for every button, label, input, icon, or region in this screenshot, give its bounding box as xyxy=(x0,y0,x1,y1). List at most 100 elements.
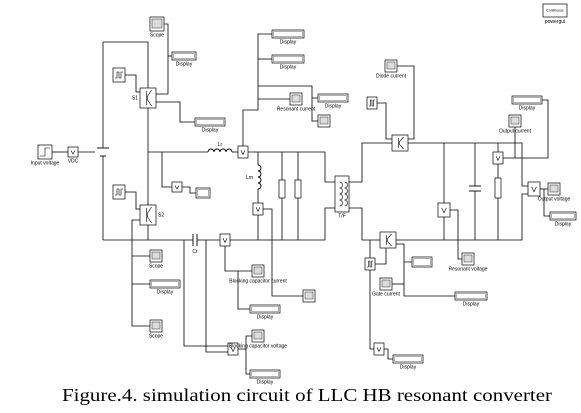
display-secondary-switch[interactable] xyxy=(411,256,433,268)
switch-secondary-2-body xyxy=(379,231,397,249)
scope-s2-a[interactable]: Scope xyxy=(149,249,163,270)
scope-top[interactable]: Scope xyxy=(149,16,165,39)
switch-s2[interactable]: S2 xyxy=(139,204,164,226)
vdc-block[interactable]: VDC xyxy=(67,146,79,165)
switch-secondary-1-body xyxy=(391,134,409,152)
vdc-block-label: VDC xyxy=(68,159,79,165)
resonant-inductor-lr: Lr xyxy=(207,142,233,153)
wire xyxy=(396,243,412,263)
wire xyxy=(237,271,250,310)
pulse-generator-2[interactable] xyxy=(112,184,126,200)
wire xyxy=(396,193,528,241)
lm-scope[interactable] xyxy=(302,289,316,303)
voltage-sensor-secondary[interactable] xyxy=(437,202,451,218)
display-bc-current[interactable]: Display xyxy=(249,304,281,321)
primary-scope[interactable] xyxy=(317,114,331,128)
scope-screen-icon xyxy=(319,116,329,125)
display-resonant-b[interactable]: Display xyxy=(271,54,305,71)
wire xyxy=(369,240,374,350)
display-output-voltage-label: Display xyxy=(555,222,572,228)
wire xyxy=(450,209,462,260)
resonant-current-scope[interactable]: Resonant current xyxy=(277,92,316,113)
display-s2[interactable]: Display xyxy=(149,279,181,296)
pulse-generator-4[interactable] xyxy=(364,257,376,271)
display-s1[interactable]: Display xyxy=(171,51,197,68)
display-bc-current-label: Display xyxy=(257,315,274,321)
voltage-sensor-output[interactable] xyxy=(527,181,541,197)
diode-current-scope[interactable]: Diode current xyxy=(376,59,407,80)
switch-s2-label: S2 xyxy=(158,213,164,219)
magnetizing-inductor-lm: Lm xyxy=(246,164,262,190)
voltage-sensor-output-body xyxy=(527,181,541,197)
current-sensor-lm[interactable] xyxy=(252,202,264,216)
display-window xyxy=(273,56,303,62)
wire xyxy=(182,186,196,194)
wire xyxy=(183,240,228,347)
display-top[interactable]: Display xyxy=(194,117,226,134)
scope-screen-icon xyxy=(463,254,473,263)
resonant-voltage-scope[interactable]: Resonant voltage xyxy=(449,252,488,273)
display-gate[interactable]: Display xyxy=(454,291,488,308)
output-current-scope[interactable]: Output current xyxy=(499,114,532,135)
gate-current-scope[interactable]: Gate current xyxy=(372,277,401,298)
wire xyxy=(397,65,415,140)
wire xyxy=(238,335,252,350)
display-window xyxy=(456,293,486,299)
display-window xyxy=(197,189,209,197)
display-window xyxy=(251,306,279,312)
display-s1-label: Display xyxy=(176,62,193,68)
voltage-sensor-secondary-2[interactable] xyxy=(373,342,385,356)
pulse-generator-3[interactable] xyxy=(366,96,378,110)
scope-s2-a-label: Scope xyxy=(149,264,163,270)
current-sensor-resonant[interactable] xyxy=(237,145,249,159)
display-output-voltage[interactable]: Display xyxy=(549,211,577,228)
scope-screen-icon xyxy=(151,251,161,260)
current-sensor-output[interactable] xyxy=(492,151,504,165)
resonant-voltage-scope-label: Resonant voltage xyxy=(449,267,488,273)
display-output-current[interactable]: Display xyxy=(511,95,543,112)
measurement-icon xyxy=(531,186,537,193)
wire xyxy=(205,240,228,353)
measurement-icon xyxy=(495,156,501,162)
voltage-sensor-primary[interactable] xyxy=(171,181,183,193)
voltage-sensor-cr[interactable] xyxy=(227,342,239,356)
display-primary-voltage[interactable] xyxy=(195,187,211,199)
blocking-capacitor-voltage-scope[interactable]: Blocking capacitor voltage xyxy=(229,329,287,350)
current-sensor-cr[interactable] xyxy=(219,233,231,247)
display-secondary-voltage[interactable]: Display xyxy=(392,354,424,371)
scope-s2-b-label: Scope xyxy=(149,334,163,340)
current-sensor-resonant-body xyxy=(237,145,249,159)
current-sensor-lm-body xyxy=(252,202,264,216)
display-window xyxy=(196,119,224,125)
display-bc-voltage-label: Display xyxy=(257,380,274,386)
display-bc-voltage[interactable]: Display xyxy=(249,369,281,386)
output-voltage-scope-label: Output voltage xyxy=(538,197,571,203)
switch-s2-body xyxy=(139,204,157,226)
pulse-generator-1[interactable] xyxy=(112,67,126,83)
switch-secondary-1[interactable] xyxy=(391,134,409,152)
wire xyxy=(156,101,195,123)
measurement-icon xyxy=(70,150,76,155)
switch-secondary-2[interactable] xyxy=(379,231,397,249)
blocking-capacitor-current-scope[interactable]: Blocking capacitor current xyxy=(229,264,287,285)
display-resonant-c[interactable]: Display xyxy=(317,93,349,110)
voltage-sensor-secondary-body xyxy=(437,202,451,218)
scope-s2-b[interactable]: Scope xyxy=(149,319,163,340)
switch-s1[interactable]: S1 xyxy=(132,87,157,109)
transformer-secondary-coil-icon xyxy=(344,181,348,207)
output-voltage-scope[interactable]: Output voltage xyxy=(538,182,571,203)
scope-screen-icon xyxy=(386,61,396,70)
display-window xyxy=(251,371,279,377)
switch-icon xyxy=(387,233,392,247)
input-voltage-block-label: Input voltage xyxy=(31,161,60,167)
scope-screen-icon xyxy=(304,291,314,300)
transformer[interactable]: T/F xyxy=(334,175,350,220)
display-top-label: Display xyxy=(202,128,219,134)
input-voltage-block[interactable]: Input voltage xyxy=(31,144,60,167)
transformer-body xyxy=(334,175,350,213)
wire xyxy=(230,207,335,241)
powergui-mode: Continuous xyxy=(546,9,563,13)
display-resonant-a[interactable]: Display xyxy=(271,29,305,46)
measurement-icon xyxy=(240,150,246,156)
